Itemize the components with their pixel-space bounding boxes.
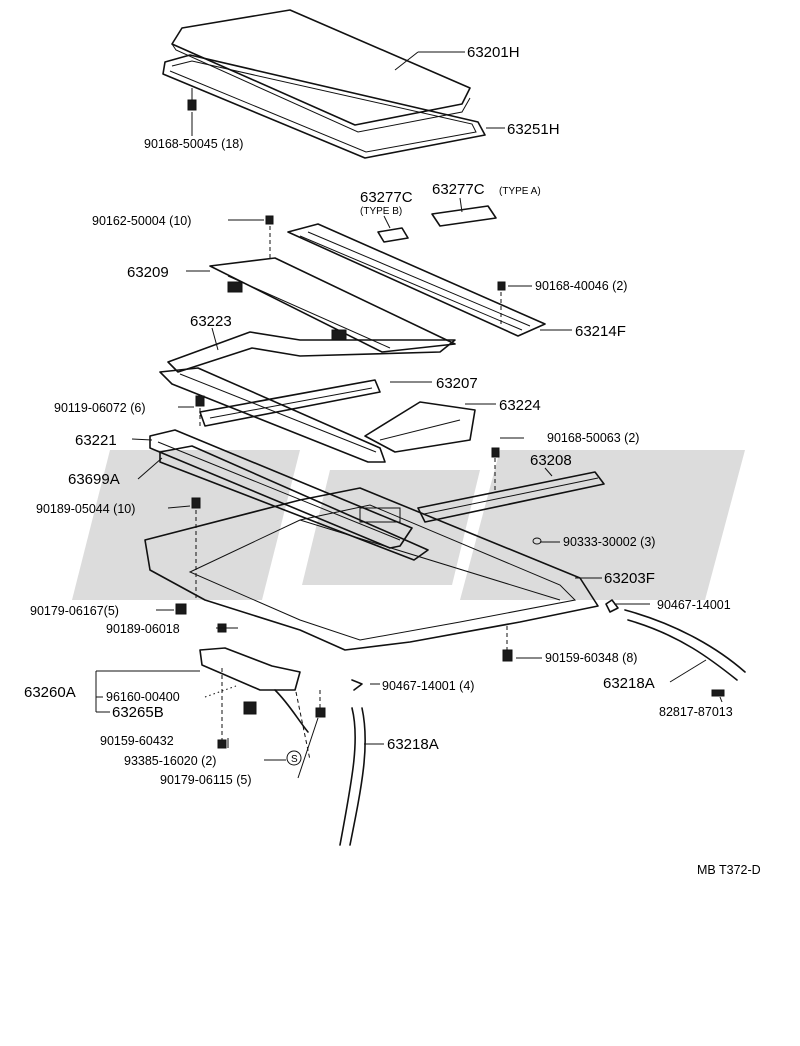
drain-hose-63218a-bottom (339, 707, 366, 846)
bolt-icon (191, 497, 201, 600)
link-63223 (159, 331, 456, 463)
leader-lines (95, 51, 723, 779)
frame-63207 (199, 379, 381, 427)
rail-63209 (209, 257, 456, 353)
seal-63221 (149, 429, 413, 549)
label-type-b: (TYPE B) (360, 206, 402, 217)
label-90168-50063: 90168-50063 (2) (547, 431, 639, 445)
label-63224: 63224 (499, 397, 541, 414)
label-90333-30002: 90333-30002 (3) (563, 535, 655, 549)
clip-icon (351, 679, 363, 691)
diagram-code: MB T372-D (697, 863, 761, 877)
bolt-icon (491, 447, 500, 492)
label-63207: 63207 (436, 375, 478, 392)
label-63218a-bottom: 63218A (387, 736, 439, 753)
label-90162-50004: 90162-50004 (10) (92, 214, 191, 228)
nut-icon (175, 603, 187, 615)
cable-63224 (364, 401, 476, 453)
label-90179-06115: 90179-06115 (5) (160, 773, 252, 787)
label-63208: 63208 (530, 452, 572, 469)
label-90189-05044: 90189-05044 (10) (36, 502, 135, 516)
glass-panel-63201h (171, 9, 471, 133)
label-63201h: 63201H (467, 44, 520, 61)
label-63251h: 63251H (507, 121, 560, 138)
rail-63214f (287, 223, 546, 337)
screw-icon (497, 281, 506, 324)
bolt-icon (502, 626, 513, 662)
type-a-plate (431, 205, 497, 227)
label-type-a: (TYPE A) (499, 186, 541, 197)
label-63221: 63221 (75, 432, 117, 449)
grommet-icon (532, 537, 542, 545)
label-63260a: 63260A (24, 684, 76, 701)
label-90467-14001-right: 90467-14001 (657, 598, 731, 612)
label-63699a: 63699A (68, 471, 120, 488)
label-90119-06072: 90119-06072 (6) (54, 401, 146, 415)
s-symbol: S (291, 754, 298, 765)
label-63218a-right: 63218A (603, 675, 655, 692)
clip-icon (605, 599, 619, 613)
label-63277c-type-a: 63277C (432, 181, 485, 198)
label-90168-50045: 90168-50045 (18) (144, 137, 243, 151)
label-90159-60432: 90159-60432 (100, 734, 174, 748)
label-63209: 63209 (127, 264, 169, 281)
bolt-icon (187, 88, 197, 111)
type-b-plate (377, 227, 409, 243)
label-82817-87013: 82817-87013 (659, 705, 733, 719)
label-90467-14001-bottom: 90467-14001 (4) (382, 679, 474, 693)
label-63277c-type-b: 63277C (360, 189, 413, 206)
label-90189-06018: 90189-06018 (106, 622, 180, 636)
label-63203f: 63203F (604, 570, 655, 587)
label-90159-60348: 90159-60348 (8) (545, 651, 637, 665)
bolt-icon (195, 395, 205, 428)
drain-hose-63218a-right (624, 609, 746, 697)
label-90168-40046: 90168-40046 (2) (535, 279, 627, 293)
label-93385-16020: 93385-16020 (2) (124, 754, 216, 768)
label-63214f: 63214F (575, 323, 626, 340)
label-63223: 63223 (190, 313, 232, 330)
label-96160-00400: 96160-00400 (106, 690, 180, 704)
label-90179-06167: 90179-06167(5) (30, 604, 119, 618)
motor-63260a: S (199, 647, 326, 766)
weatherstrip-63251h (162, 54, 486, 159)
rail-63208 (417, 471, 605, 523)
label-63265b: 63265B (112, 704, 164, 721)
screw-icon (265, 215, 274, 258)
